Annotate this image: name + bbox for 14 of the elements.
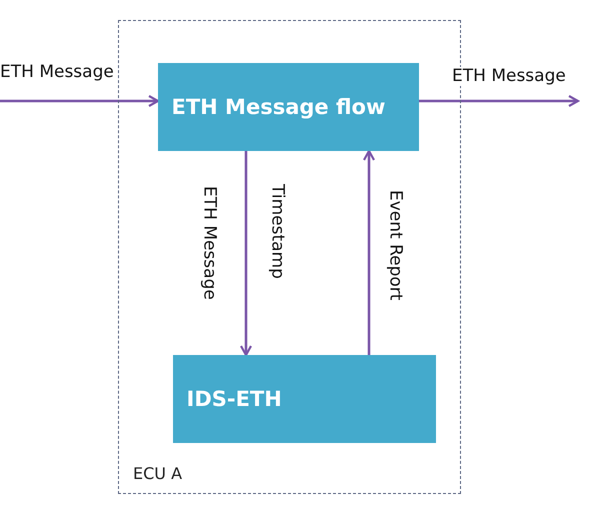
arrow: [419, 94, 580, 108]
edge-label: ETH Message: [452, 67, 566, 86]
process-box: [158, 62, 418, 150]
edge-label: Event Report: [386, 190, 405, 300]
arrow: [362, 150, 376, 355]
arrow: [240, 151, 252, 356]
process-label: IDS-ETH: [186, 386, 282, 410]
process-box: [172, 354, 436, 442]
edge-label: ETH Message: [200, 186, 219, 300]
annotation-label: Timestamp: [268, 184, 287, 279]
arrow: [0, 94, 160, 108]
process-label: ETH Message flow: [172, 94, 386, 118]
edge-label: ETH Message: [0, 63, 114, 82]
group-label: ECU A: [133, 464, 182, 483]
